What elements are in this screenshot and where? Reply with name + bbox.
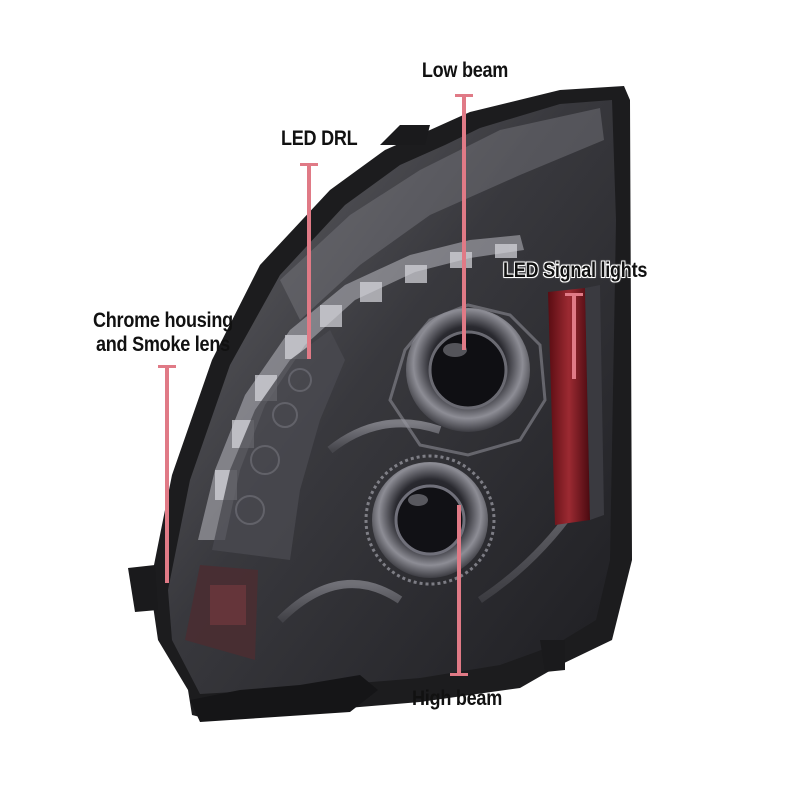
high-beam-line bbox=[457, 505, 461, 675]
led-drl-line bbox=[307, 163, 311, 359]
housing-line bbox=[165, 365, 169, 583]
led-signal-line bbox=[572, 293, 576, 379]
led-drl-label: LED DRL bbox=[281, 127, 358, 150]
low-beam-line bbox=[462, 94, 466, 350]
led-signal-lens bbox=[548, 288, 590, 525]
high-beam-line-cap bbox=[450, 673, 468, 676]
low-beam-label: Low beam bbox=[421, 59, 509, 82]
led-signal-label: LED Signal lights bbox=[503, 259, 648, 282]
housing-label-line1: Chrome housing bbox=[93, 309, 233, 332]
housing-label-line2: and Smoke lens bbox=[96, 333, 230, 356]
high-beam-label: High beam bbox=[412, 687, 503, 710]
